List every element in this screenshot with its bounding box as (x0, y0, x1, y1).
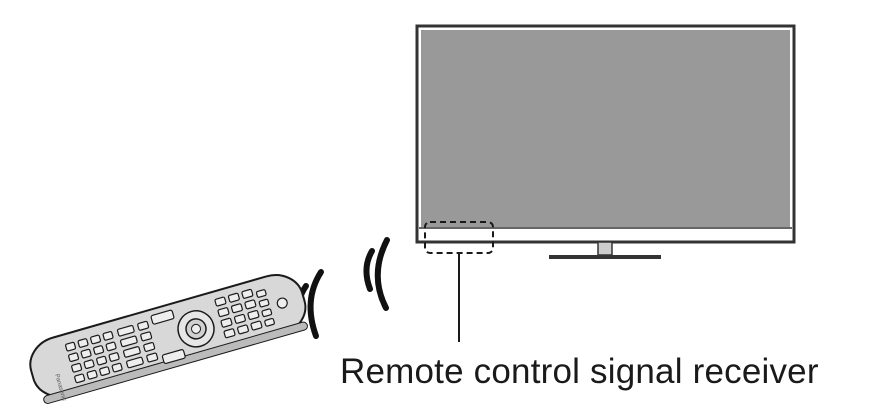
remote-nav-ring (177, 310, 215, 348)
tv-stand-base (549, 255, 661, 259)
remote-control: Panasonic (29, 274, 308, 404)
television (415, 24, 796, 259)
signal-waves-icon (295, 237, 390, 339)
receiver-caption: Remote control signal receiver (340, 352, 819, 391)
remote-top-buttons (214, 288, 288, 339)
tv-stand-neck (597, 241, 613, 256)
signal-receiver-highlight (424, 221, 494, 342)
tv-screen (421, 30, 790, 227)
remote-buttons (65, 309, 186, 384)
